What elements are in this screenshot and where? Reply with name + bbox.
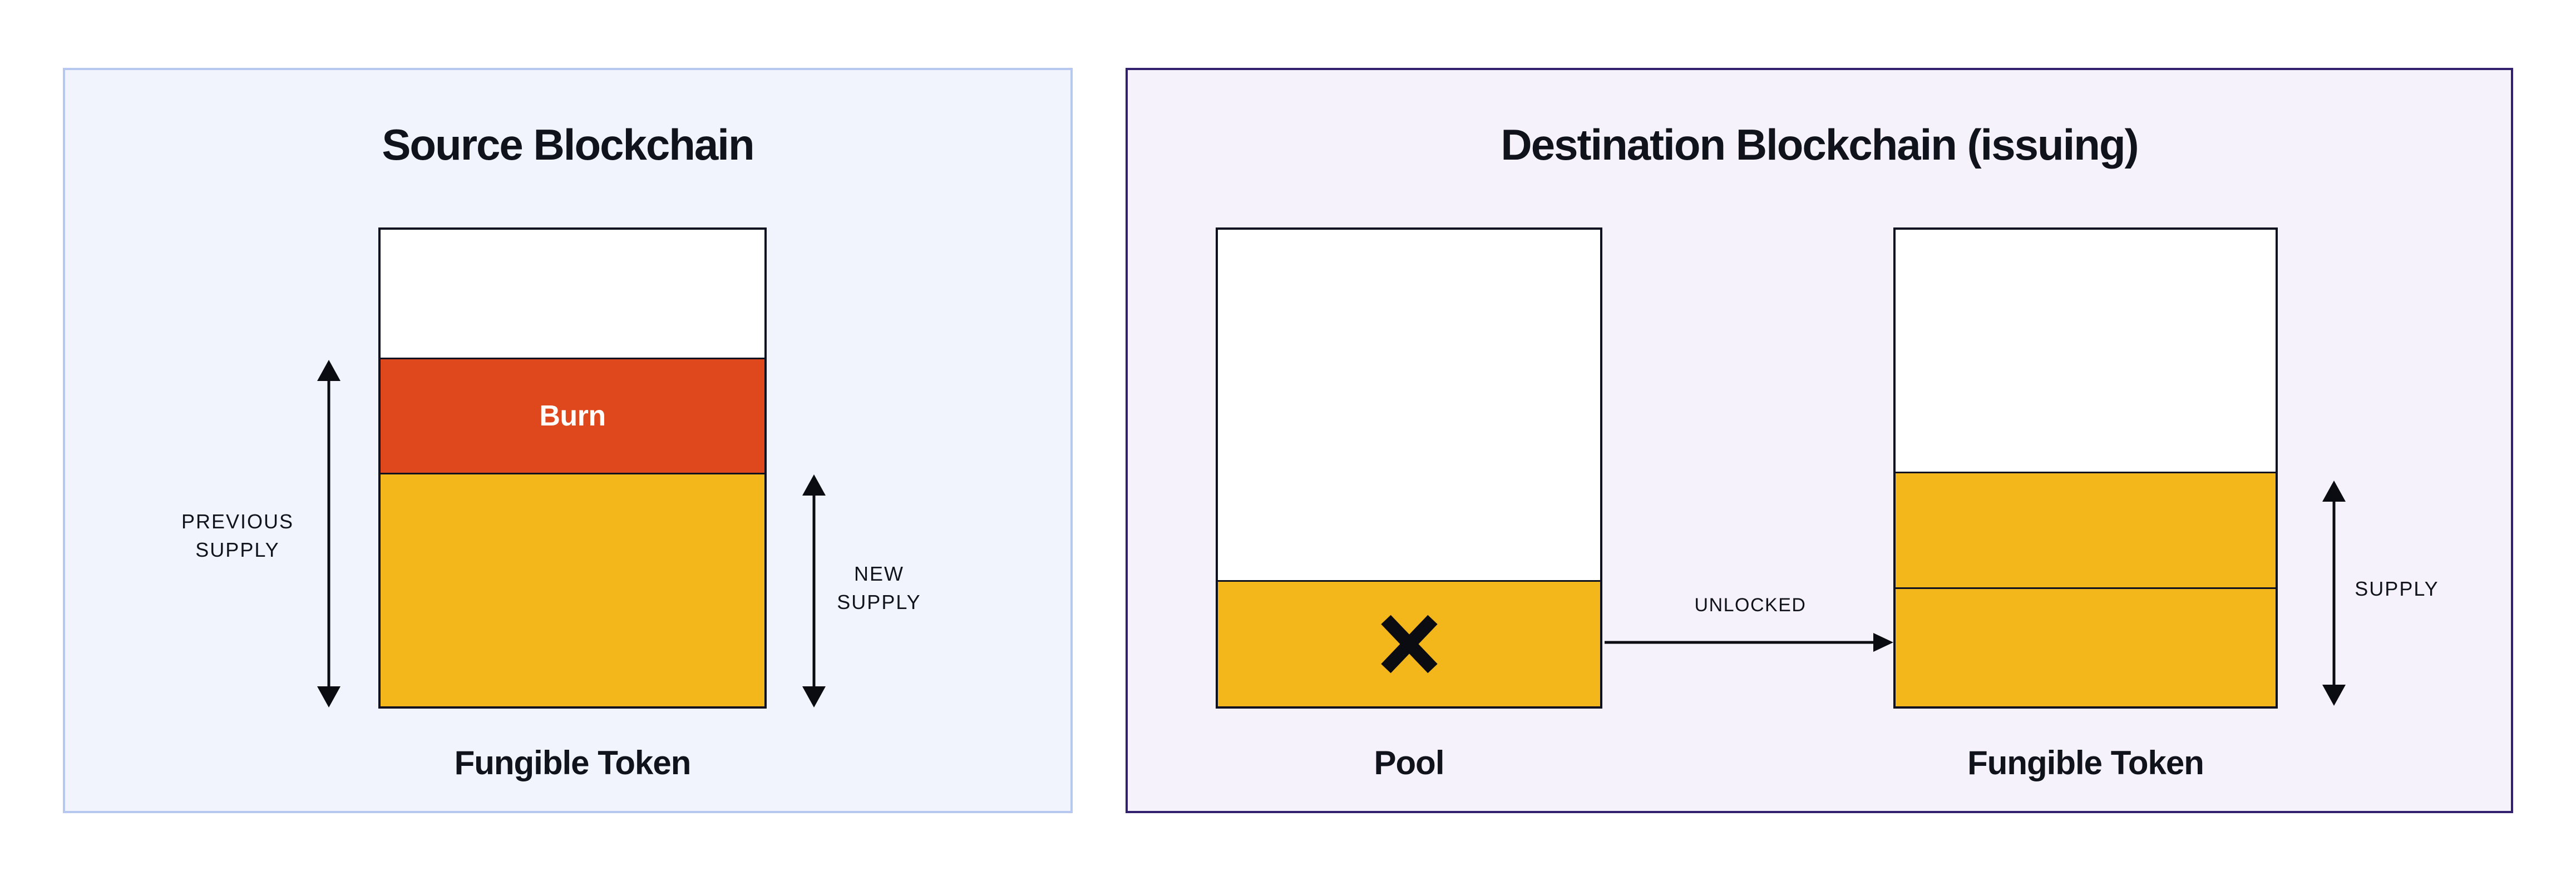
supply-double-arrow-icon — [2322, 481, 2346, 706]
pool-bar-locked-section — [1218, 580, 1600, 706]
previous-supply-label-line2: SUPPLY — [195, 538, 280, 561]
destination-bar-caption: Fungible Token — [1967, 744, 2204, 781]
destination-bar-supply-upper-section — [1896, 472, 2276, 587]
source-panel-title: Source Blockchain — [382, 120, 754, 169]
source-bar-caption: Fungible Token — [454, 744, 692, 781]
burn-label: Burn — [539, 400, 606, 432]
previous-supply-label-line1: PREVIOUS — [181, 510, 294, 533]
pool-bar-caption: Pool — [1374, 744, 1445, 781]
source-bar-empty-section — [381, 230, 764, 358]
destination-blockchain-panel: Destination Blockchain (issuing) Pool UN… — [1126, 68, 2513, 813]
pool-bar-empty-section — [1218, 230, 1600, 580]
source-blockchain-panel: Source Blockchain Burn PREVIOUS SUPPLY N… — [63, 68, 1073, 813]
destination-bar-supply-lower-section — [1896, 587, 2276, 706]
pool-bar — [1216, 227, 1602, 709]
source-bar-burn-section: Burn — [381, 358, 764, 473]
new-supply-label-line1: NEW — [854, 562, 904, 585]
x-cross-icon — [1380, 615, 1438, 674]
source-token-bar: Burn — [378, 227, 767, 709]
destination-bar-empty-section — [1896, 230, 2276, 472]
unlocked-label: UNLOCKED — [1694, 595, 1807, 616]
source-bar-supply-section — [381, 473, 764, 706]
new-supply-double-arrow-icon — [802, 474, 826, 707]
supply-label: SUPPLY — [2355, 577, 2439, 600]
destination-token-bar — [1893, 227, 2278, 709]
destination-panel-title: Destination Blockchain (issuing) — [1501, 120, 2139, 169]
new-supply-label-line2: SUPPLY — [837, 591, 921, 613]
new-supply-label: NEW SUPPLY — [784, 560, 974, 616]
unlocked-arrow-right-icon — [1605, 633, 1893, 652]
previous-supply-label: PREVIOUS SUPPLY — [143, 507, 332, 564]
previous-supply-double-arrow-icon — [317, 360, 340, 707]
